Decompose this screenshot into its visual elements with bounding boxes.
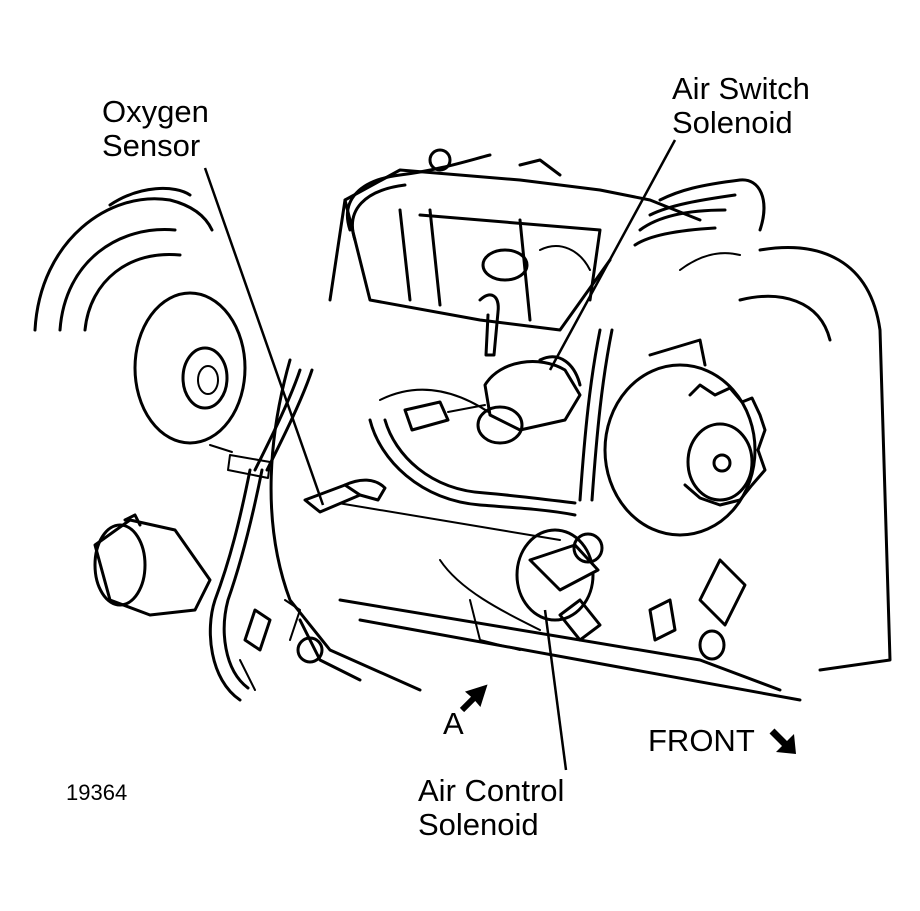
air-control-solenoid-label: Air Control Solenoid (418, 774, 564, 842)
arrow-up-right-icon (459, 684, 488, 713)
wiring-harness (208, 148, 766, 702)
air-control-solenoid-part (515, 528, 604, 642)
air-switch-solenoid-leader (548, 139, 677, 371)
air-control-solenoid-label-line2: Solenoid (418, 807, 539, 842)
canister (93, 513, 212, 617)
air-switch-solenoid-label-line1: Air Switch (672, 71, 810, 106)
air-switch-solenoid-label-line2: Solenoid (672, 105, 793, 140)
air-control-solenoid-label-line1: Air Control (418, 773, 565, 808)
air-switch-solenoid-label: Air Switch Solenoid (672, 72, 810, 140)
air-control-solenoid-leader (543, 609, 568, 771)
alternator (603, 246, 892, 672)
oxygen-sensor-label-line1: Oxygen (102, 94, 209, 129)
engine-block (269, 168, 802, 702)
view-a-label: A (443, 706, 464, 741)
fan-pulley (33, 186, 247, 445)
leader-lines (203, 139, 677, 771)
oxygen-sensor-part (303, 478, 387, 514)
oxygen-sensor-label: Oxygen Sensor (102, 95, 209, 163)
air-switch-solenoid-part (403, 293, 582, 445)
figure-number: 19364 (66, 780, 128, 805)
oxygen-sensor-label-line2: Sensor (102, 128, 201, 163)
front-label: FRONT (648, 723, 755, 758)
oxygen-sensor-leader (203, 167, 325, 506)
arrow-down-right-icon (769, 728, 796, 754)
